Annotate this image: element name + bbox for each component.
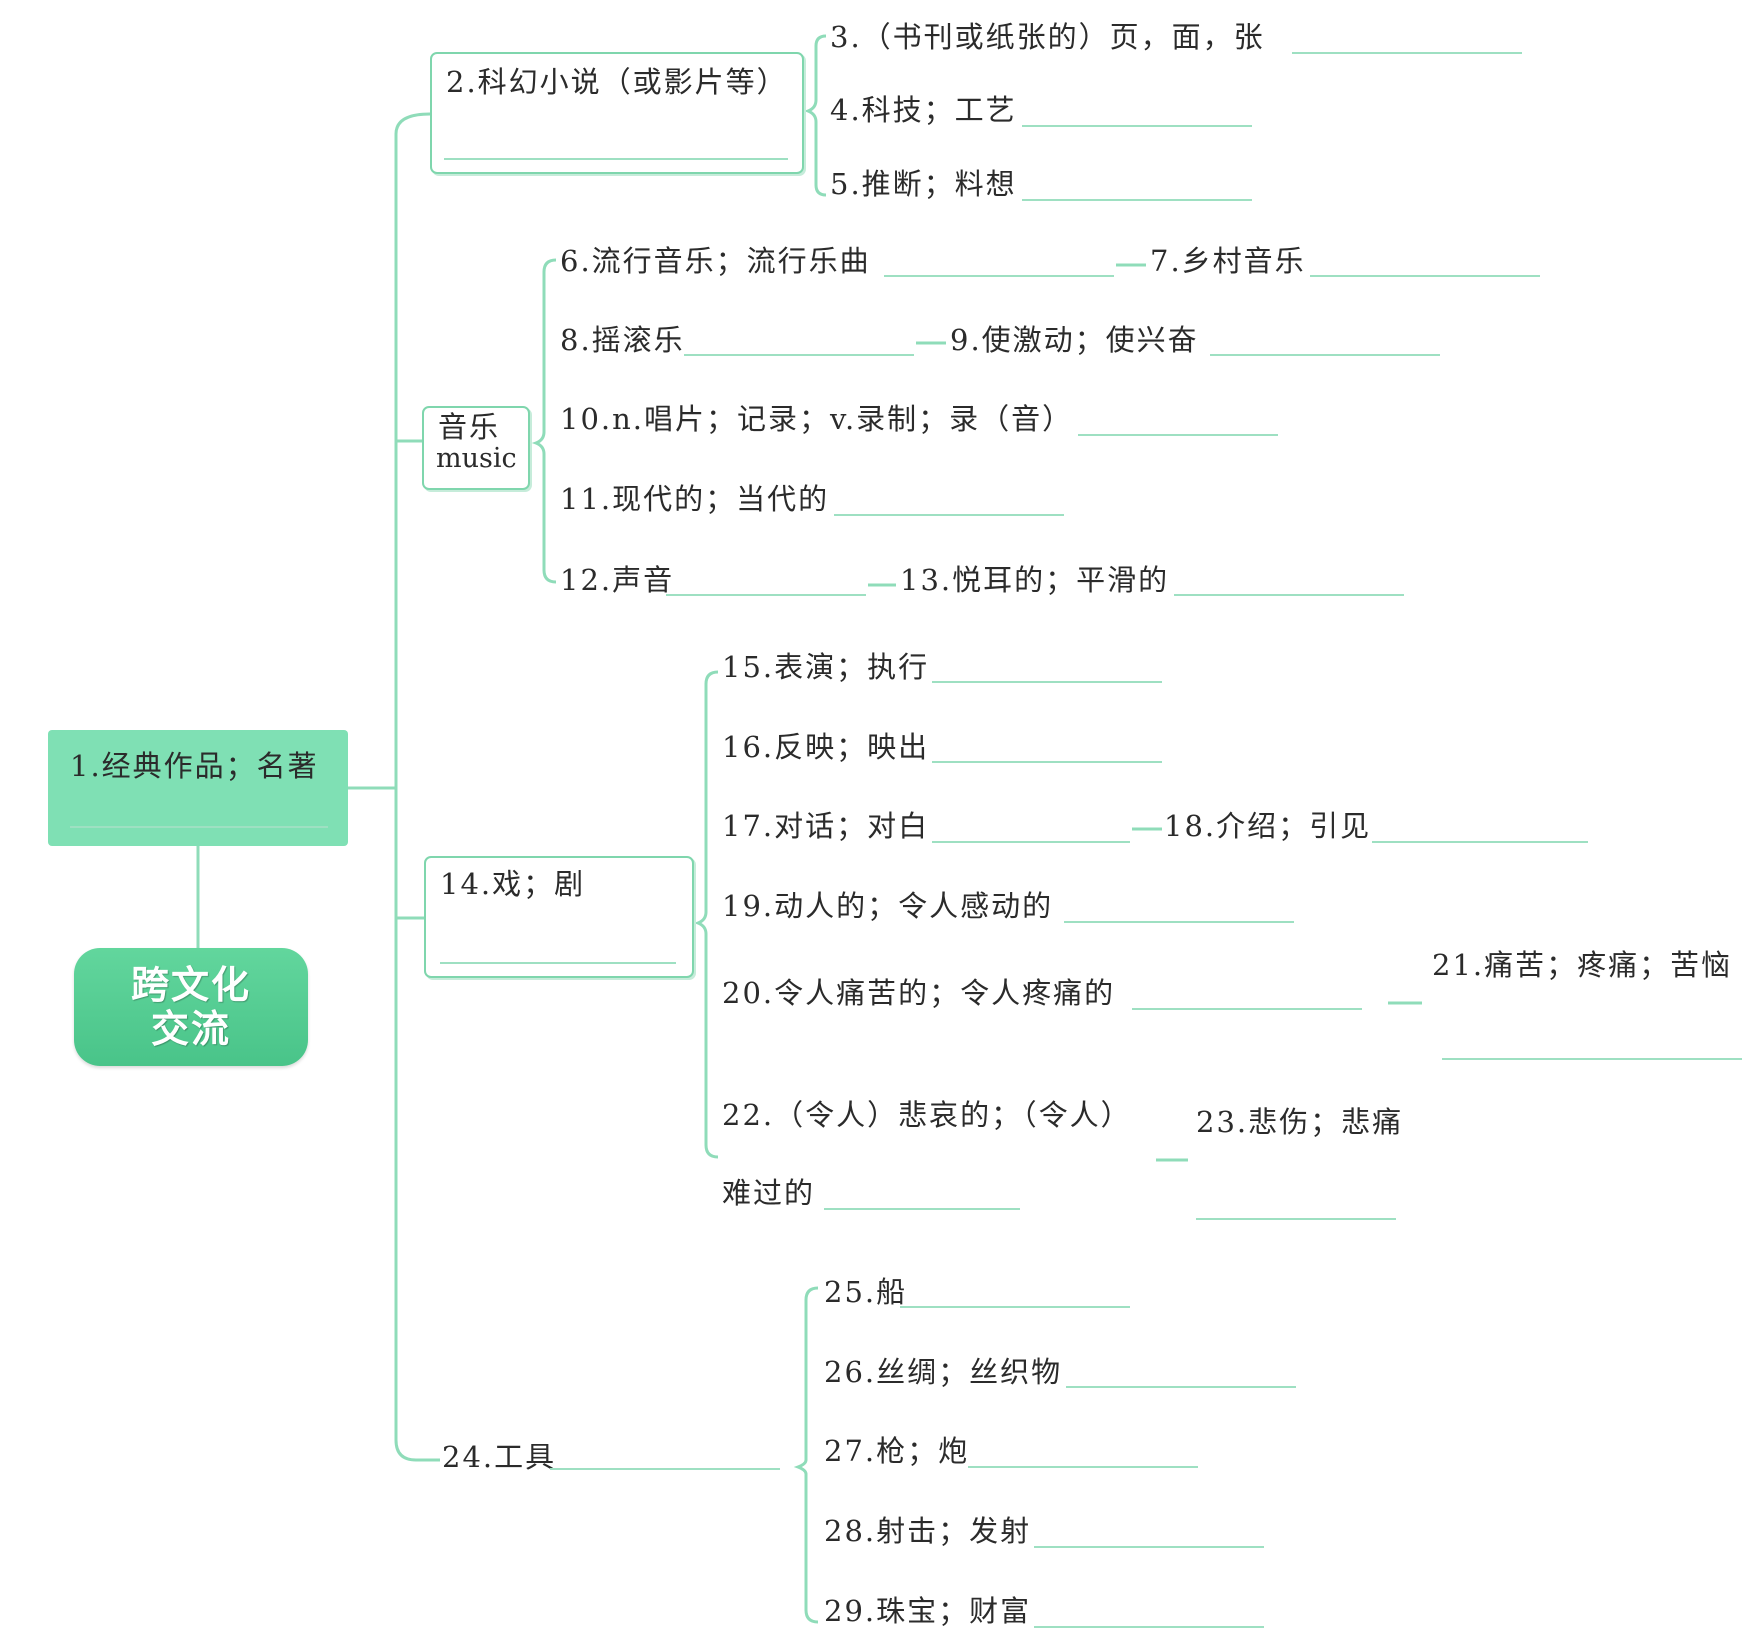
item-4: 4.科技；工艺 (830, 93, 1017, 127)
item-11: 11.现代的；当代的 (560, 482, 830, 516)
item-11-blank[interactable] (834, 514, 1064, 516)
item-26-blank[interactable] (1066, 1386, 1296, 1388)
item-15: 15.表演；执行 (722, 650, 930, 684)
item-15-blank[interactable] (932, 681, 1162, 683)
item-3: 3.（书刊或纸张的）页，面，张 (830, 20, 1265, 54)
music-label-cn: 音乐 (438, 410, 501, 444)
item-19: 19.动人的；令人感动的 (722, 889, 1054, 923)
item-20-blank[interactable] (1132, 1008, 1362, 1010)
item-20: 20.令人痛苦的；令人疼痛的 (722, 976, 1116, 1010)
item-10: 10.n.唱片；记录；v.录制；录（音） (560, 402, 1074, 436)
drama-label: 14.戏；剧 (440, 867, 586, 901)
item-21: 21.痛苦；疼痛；苦恼 (1432, 948, 1733, 982)
topic-node: 跨文化 交流 (74, 948, 308, 1066)
item-10-blank[interactable] (1078, 434, 1278, 436)
item-12: 12.声音 (560, 563, 675, 597)
item-22-continued: 难过的 (722, 1176, 816, 1210)
item-28: 28.射击；发射 (824, 1514, 1032, 1548)
item-21-blank[interactable] (1442, 1058, 1742, 1060)
item-28-blank[interactable] (1034, 1546, 1264, 1548)
item-22-blank[interactable] (824, 1208, 1020, 1210)
scifi-node (430, 52, 804, 174)
root-answer-blank[interactable] (70, 826, 328, 828)
item-29-blank[interactable] (1034, 1626, 1264, 1628)
drama-answer-blank[interactable] (440, 962, 676, 964)
item-9: 9.使激动；使兴奋 (950, 323, 1199, 357)
item-19-blank[interactable] (1064, 921, 1294, 923)
item-25: 25.船 (824, 1275, 908, 1309)
item-3-blank[interactable] (1292, 52, 1522, 54)
tools-answer-blank[interactable] (550, 1468, 780, 1470)
root-label: 1.经典作品；名著 (70, 749, 319, 783)
item-5-blank[interactable] (1022, 199, 1252, 201)
item-9-blank[interactable] (1210, 354, 1440, 356)
item-27-blank[interactable] (968, 1466, 1198, 1468)
item-23: 23.悲伤；悲痛 (1196, 1105, 1404, 1139)
item-6-blank[interactable] (884, 275, 1114, 277)
item-7: 7.乡村音乐 (1150, 244, 1306, 278)
scifi-label: 2.科幻小说（或影片等） (446, 65, 788, 99)
item-25-blank[interactable] (900, 1306, 1130, 1308)
item-29: 29.珠宝；财富 (824, 1594, 1032, 1628)
item-27: 27.枪；炮 (824, 1434, 970, 1468)
item-5: 5.推断；料想 (830, 167, 1017, 201)
item-18: 18.介绍；引见 (1164, 809, 1372, 843)
item-23-blank[interactable] (1196, 1218, 1396, 1220)
music-node (422, 406, 530, 490)
topic-label: 跨文化 交流 (130, 963, 251, 1051)
drama-node (424, 856, 694, 978)
tools-label: 24.工具 (442, 1440, 557, 1474)
item-7-blank[interactable] (1310, 275, 1540, 277)
scifi-answer-blank[interactable] (444, 158, 788, 160)
item-8: 8.摇滚乐 (560, 323, 685, 357)
item-16: 16.反映；映出 (722, 730, 930, 764)
item-17-blank[interactable] (932, 841, 1130, 843)
item-4-blank[interactable] (1022, 125, 1252, 127)
item-13-blank[interactable] (1174, 594, 1404, 596)
item-6: 6.流行音乐；流行乐曲 (560, 244, 871, 278)
item-18-blank[interactable] (1372, 841, 1588, 843)
item-12-blank[interactable] (666, 594, 866, 596)
item-8-blank[interactable] (684, 354, 914, 356)
item-16-blank[interactable] (932, 761, 1162, 763)
item-13: 13.悦耳的；平滑的 (900, 563, 1170, 597)
root-node (48, 730, 348, 846)
music-label-en: music (436, 443, 517, 474)
item-26: 26.丝绸；丝织物 (824, 1355, 1063, 1389)
item-17: 17.对话；对白 (722, 809, 930, 843)
item-22: 22.（令人）悲哀的；（令人） (722, 1098, 1132, 1132)
